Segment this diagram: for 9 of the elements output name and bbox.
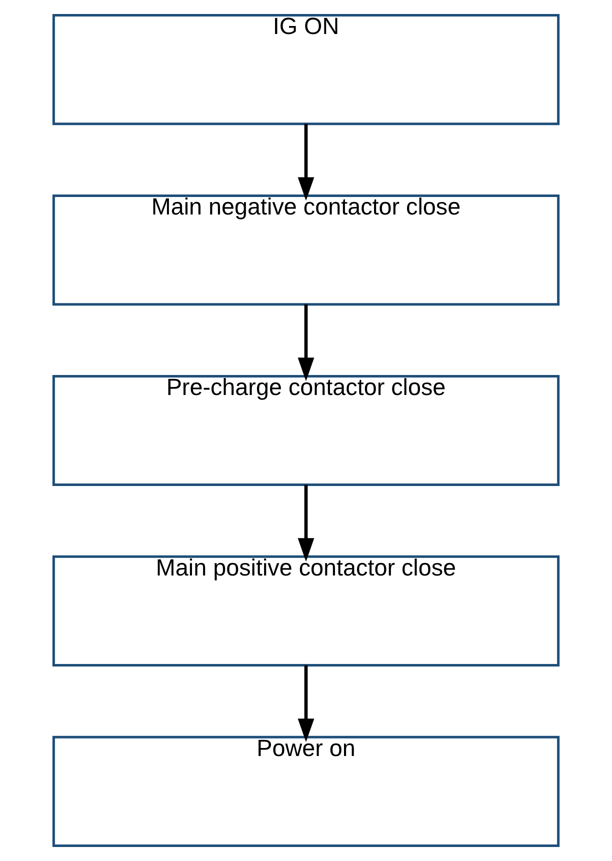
arrow: [298, 304, 314, 382]
arrow: [298, 665, 314, 742]
node-box: Main positive contactor close: [52, 555, 560, 667]
arrow: [298, 124, 314, 201]
node-box: IG ON: [52, 14, 560, 126]
node-box: Power on: [52, 736, 560, 847]
node-box: Main negative contactor close: [52, 194, 560, 306]
arrow: [298, 484, 314, 562]
node-box: Pre-charge contactor close: [52, 374, 560, 486]
